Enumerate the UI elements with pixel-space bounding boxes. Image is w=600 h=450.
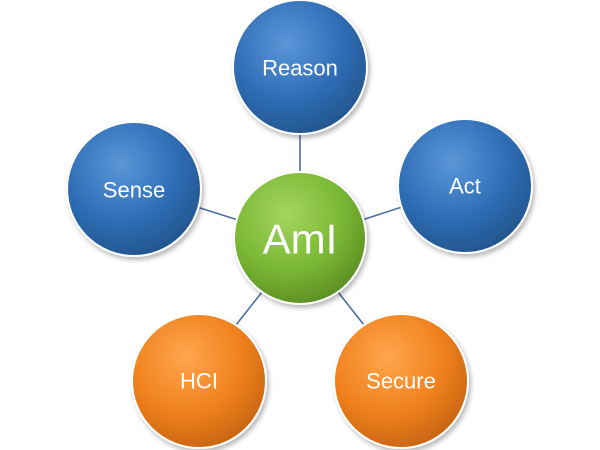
- node-act: Act: [397, 118, 533, 254]
- node-sense-label: Sense: [103, 178, 165, 203]
- connector-sense: [196, 206, 239, 221]
- connector-hci: [235, 291, 263, 326]
- node-hci: HCI: [131, 313, 267, 449]
- node-sense: Sense: [66, 121, 202, 257]
- node-center-ami: AmI: [233, 171, 367, 305]
- connector-act: [361, 206, 403, 221]
- node-center-circle: [233, 171, 367, 305]
- node-hci-circle: [131, 313, 267, 449]
- node-secure-label: Secure: [366, 369, 436, 394]
- node-act-circle: [397, 118, 533, 254]
- node-sense-circle: [66, 121, 202, 257]
- node-secure-circle: [333, 313, 469, 449]
- node-reason: Reason: [232, 0, 368, 135]
- node-secure: Secure: [333, 313, 469, 449]
- node-hci-label: HCI: [180, 369, 218, 394]
- connectors: [196, 135, 403, 326]
- node-act-label: Act: [449, 174, 481, 199]
- node-reason-circle: [232, 0, 368, 135]
- connector-secure: [337, 291, 365, 326]
- node-reason-label: Reason: [262, 56, 338, 81]
- node-center-label: AmI: [263, 216, 338, 263]
